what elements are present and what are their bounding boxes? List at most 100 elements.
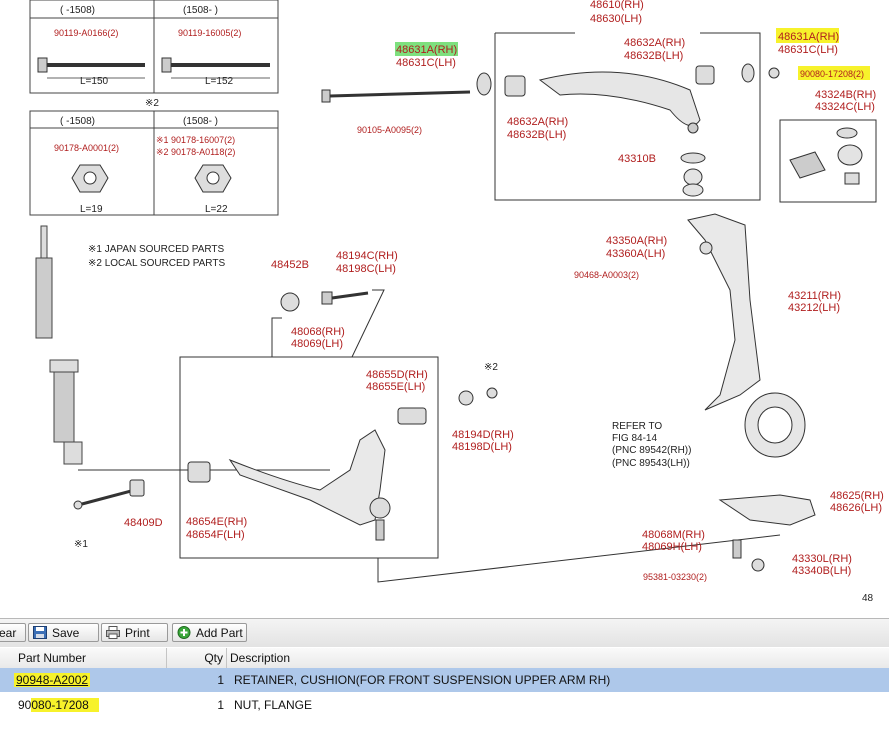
label-43310b[interactable]: 43310B <box>618 153 656 165</box>
label-48631c-right[interactable]: 48631C(LH) <box>778 44 838 56</box>
label-48632b-top[interactable]: 48632B(LH) <box>624 50 683 62</box>
boot-kit-box <box>779 119 877 203</box>
label-43212[interactable]: 43212(LH) <box>788 302 840 314</box>
table1-part1[interactable]: 90119-A0166(2) <box>54 28 118 38</box>
label-90468[interactable]: 90468-A0003(2) <box>574 270 639 280</box>
corner-label: 48 <box>862 593 874 604</box>
row1-part-number[interactable]: 90948-A2002 <box>14 668 164 692</box>
table2-part2b[interactable]: ※2 90178-A0118(2) <box>156 147 235 157</box>
label-48198c[interactable]: 48198C(LH) <box>336 263 396 275</box>
label-48630[interactable]: 48630(LH) <box>590 13 642 25</box>
table1-len1: L=150 <box>80 76 109 87</box>
label-48452b[interactable]: 48452B <box>271 259 309 271</box>
upper-bolt-icon <box>321 89 471 103</box>
header-qty[interactable]: Qty <box>167 648 227 668</box>
nut-length-table: ( -1508) (1508- ) 90178-A0001(2) ※1 9017… <box>29 110 279 216</box>
lower-arm-icon <box>187 429 391 541</box>
parts-toolbar: ear Save Print Add Part <box>0 618 889 648</box>
table2-len2: L=22 <box>205 204 228 215</box>
floppy-disk-icon <box>33 626 47 639</box>
upper-arm-box <box>494 32 761 201</box>
clear-button[interactable]: ear <box>0 623 26 642</box>
table1-part2[interactable]: 90119-16005(2) <box>178 28 241 38</box>
header-part-number[interactable]: Part Number <box>0 648 167 668</box>
bolt-long-icon <box>37 57 270 79</box>
label-95381[interactable]: 95381-03230(2) <box>643 572 707 582</box>
label-48655d[interactable]: 48655D(RH) <box>366 369 428 381</box>
label-48069[interactable]: 48069(LH) <box>291 338 343 350</box>
lower-bushing-icon <box>397 407 427 425</box>
label-48625[interactable]: 48625(RH) <box>830 490 884 502</box>
label-48654e[interactable]: 48654E(RH) <box>186 516 247 528</box>
refer-line3: (PNC 89542(RH)) <box>612 445 691 456</box>
add-part-button-label: Add Part <box>196 626 243 640</box>
label-48654f[interactable]: 48654F(LH) <box>186 529 245 541</box>
shock-absorber-drawing <box>35 225 83 465</box>
label-48610[interactable]: 48610(RH) <box>590 0 644 11</box>
part-number-link[interactable]: 90948-A2002 <box>14 673 91 687</box>
table1-col2: (1508- ) <box>183 5 218 16</box>
nut-icon <box>486 387 498 399</box>
refer-line1: REFER TO <box>612 421 662 432</box>
parts-grid: Part Number Qty Description 90948-A2002 … <box>0 647 889 730</box>
table2-part2a[interactable]: ※1 90178-16007(2) <box>156 135 235 145</box>
label-48631a-right[interactable]: 48631A(RH) <box>778 31 839 43</box>
refer-line2[interactable]: FIG 84-14 <box>612 433 657 444</box>
label-48198d[interactable]: 48198D(LH) <box>452 441 512 453</box>
label-48632b-bottom[interactable]: 48632B(LH) <box>507 129 566 141</box>
label-43211[interactable]: 43211(RH) <box>788 290 841 302</box>
label-90080[interactable]: 90080-17208(2) <box>800 69 864 79</box>
grid-header: Part Number Qty Description <box>0 648 889 669</box>
note1-small: ※1 <box>74 539 88 550</box>
header-description[interactable]: Description <box>230 651 291 665</box>
label-43340b[interactable]: 43340B(LH) <box>792 565 851 577</box>
table-row[interactable]: 90948-A2002 1 RETAINER, CUSHION(FOR FRON… <box>0 668 889 692</box>
table2-part1[interactable]: 90178-A0001(2) <box>54 143 119 153</box>
highlight-green <box>395 42 458 56</box>
clear-button-label: ear <box>0 626 17 640</box>
table-row[interactable]: 90080-17208 1 NUT, FLANGE <box>0 693 889 717</box>
part-number-highlighted: 080-17208 <box>31 698 99 712</box>
cushion-left-icon <box>476 72 492 96</box>
label-48194c[interactable]: 48194C(RH) <box>336 250 398 262</box>
row2-part-number[interactable]: 90080-17208 <box>18 693 168 717</box>
label-43360a[interactable]: 43360A(LH) <box>606 248 665 260</box>
upper-arm-icon <box>504 65 715 134</box>
printer-icon <box>106 626 120 639</box>
cam-plate-icon <box>458 390 474 406</box>
label-48632a-bottom[interactable]: 48632A(RH) <box>507 116 568 128</box>
label-43324c[interactable]: 43324C(LH) <box>815 101 875 113</box>
row1-qty: 1 <box>217 673 224 687</box>
steering-arm-icon <box>718 494 816 526</box>
label-48631a-left[interactable]: 48631A(RH) <box>396 44 457 56</box>
part-number-prefix: 90 <box>18 698 32 712</box>
add-part-button[interactable]: Add Part <box>172 623 247 642</box>
flange-nut-small-icon <box>768 67 780 79</box>
label-48068[interactable]: 48068(RH) <box>291 326 345 338</box>
table2-col1: ( -1508) <box>60 116 95 127</box>
label-48194d[interactable]: 48194D(RH) <box>452 429 514 441</box>
ball-joint-icon <box>680 152 706 197</box>
legend-local: ※2 LOCAL SOURCED PARTS <box>88 258 225 269</box>
label-48409d[interactable]: 48409D <box>124 517 163 529</box>
label-43330l[interactable]: 43330L(RH) <box>792 553 852 565</box>
label-43324b[interactable]: 43324B(RH) <box>815 89 876 101</box>
steering-knuckle-icon <box>687 213 806 458</box>
stabilizer-bolt-icon <box>73 479 145 510</box>
castle-nut-icon <box>751 558 765 572</box>
label-48069h[interactable]: 48069H(LH) <box>642 541 702 553</box>
parts-diagram: ( -1508) (1508- ) 90119-A0166(2) 90119-1… <box>29 0 884 604</box>
add-circle-icon <box>177 626 191 639</box>
label-48068m[interactable]: 48068M(RH) <box>642 529 705 541</box>
print-button[interactable]: Print <box>101 623 168 642</box>
label-43350a[interactable]: 43350A(RH) <box>606 235 667 247</box>
label-48631c-left[interactable]: 48631C(LH) <box>396 57 456 69</box>
cushion-right-icon <box>741 63 755 83</box>
note2-marker: ※2 <box>145 98 159 109</box>
label-48626[interactable]: 48626(LH) <box>830 502 882 514</box>
save-button[interactable]: Save <box>28 623 99 642</box>
table2-len1: L=19 <box>80 204 103 215</box>
label-48655e[interactable]: 48655E(LH) <box>366 381 425 393</box>
label-90105[interactable]: 90105-A0095(2) <box>357 125 422 135</box>
label-48632a-top[interactable]: 48632A(RH) <box>624 37 685 49</box>
